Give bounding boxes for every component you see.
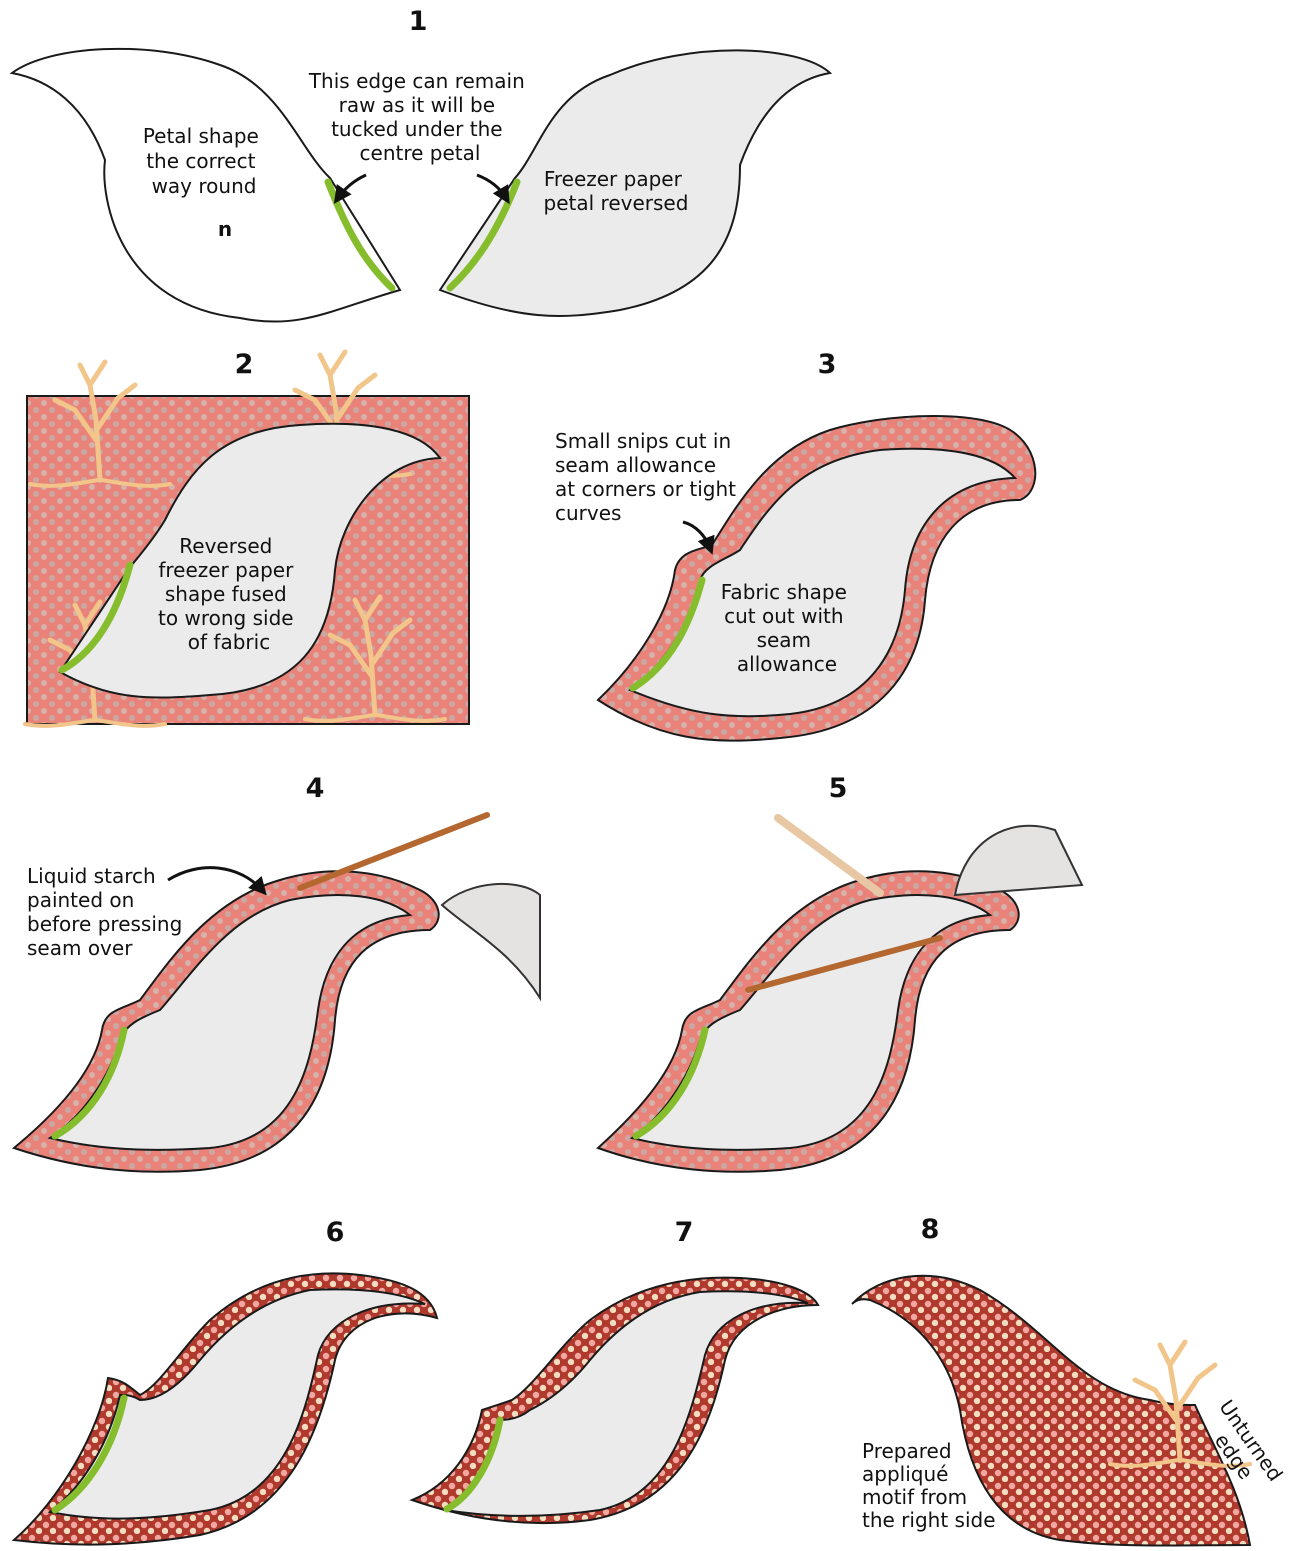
label-petal-correct: Petal shape the correct way round bbox=[143, 124, 265, 198]
label-n: n bbox=[218, 217, 232, 241]
step-3-number: 3 bbox=[818, 349, 837, 380]
curved-arrow-icon bbox=[168, 868, 262, 890]
step-1-number: 1 bbox=[409, 6, 428, 37]
step-5-number: 5 bbox=[829, 773, 848, 804]
paintbrush-icon bbox=[300, 815, 487, 888]
wooden-stick-icon bbox=[778, 818, 880, 893]
step-8-number: 8 bbox=[921, 1214, 940, 1245]
curved-arrow-icon bbox=[683, 522, 710, 548]
curved-arrow-icon bbox=[338, 175, 366, 198]
step-7-number: 7 bbox=[675, 1217, 694, 1248]
step-2-number: 2 bbox=[235, 349, 254, 380]
step-4-number: 4 bbox=[306, 773, 325, 804]
curved-arrow-icon bbox=[477, 175, 506, 198]
iron-icon bbox=[955, 826, 1082, 895]
label-freezer-reversed: Freezer paper petal reversed bbox=[544, 167, 689, 215]
step-6-number: 6 bbox=[326, 1217, 345, 1248]
label-small-snips: Small snips cut in seam allowance at cor… bbox=[555, 429, 742, 525]
label-liquid-starch: Liquid starch painted on before pressing… bbox=[27, 864, 189, 960]
iron-icon bbox=[442, 884, 540, 998]
label-raw-edge: This edge can remain raw as it will be t… bbox=[308, 69, 531, 165]
